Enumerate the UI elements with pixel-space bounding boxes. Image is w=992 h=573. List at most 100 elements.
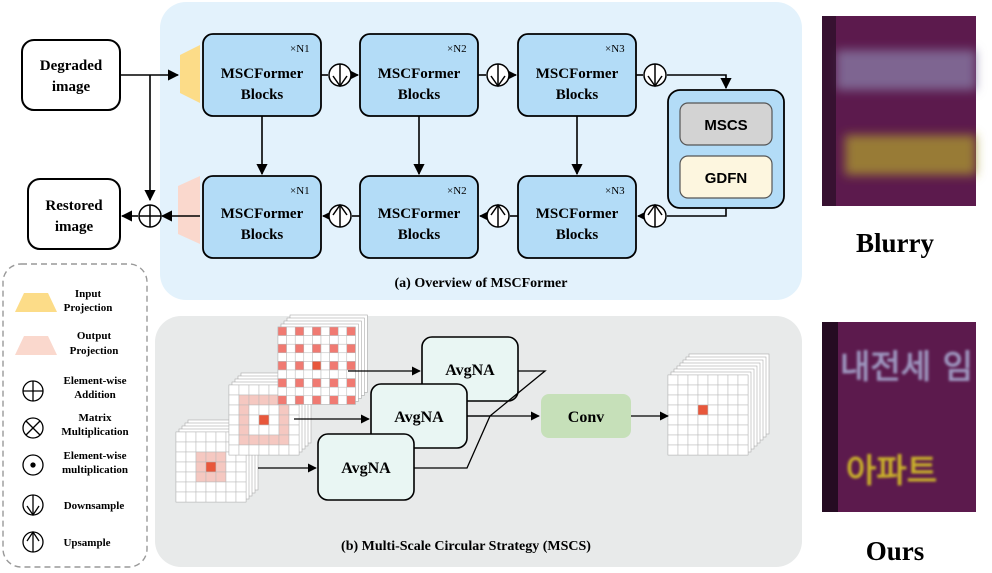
large-window-grid-cell [294, 361, 305, 371]
output-grid-cell [707, 374, 719, 386]
large-window-grid-cell [320, 352, 330, 362]
medium-window-grid-cell [288, 444, 300, 456]
small-window-grid-cell [215, 491, 227, 503]
medium-window-grid-cell [228, 404, 240, 416]
medium-window-grid-cell [238, 394, 250, 406]
output-grid-cell [687, 434, 699, 446]
small-window-grid-cell [175, 451, 187, 463]
avgna-box-bottom: AvgNA [317, 433, 415, 501]
panel-b-connections [258, 366, 669, 473]
output-grid-cell [687, 414, 699, 426]
medium-window-grid-cell [228, 444, 240, 456]
blurry-example-image [822, 16, 976, 206]
output-grid-cell [677, 404, 689, 416]
block-multiplier: ×N1 [290, 185, 310, 197]
encoder-block-1: ×N1 MSCFormer Blocks [202, 33, 322, 117]
output-grid-cell [737, 374, 749, 386]
large-window-grid-cell [312, 343, 322, 354]
medium-window-grid-cell [248, 394, 260, 406]
panel-a-caption: (a) Overview of MSCFormer [395, 276, 568, 291]
medium-window-grid-cell [238, 424, 250, 436]
input-projection [180, 45, 200, 103]
large-window-grid-cell [277, 335, 287, 345]
large-window-grid-cell [294, 352, 305, 362]
medium-window-grid-cell [258, 434, 270, 446]
block-multiplier: ×N2 [447, 185, 467, 197]
small-window-grid-cell [215, 461, 227, 473]
output-grid-cell [727, 414, 739, 426]
medium-window-grid-cell [258, 424, 270, 436]
large-window-grid-cell [303, 326, 313, 336]
small-window-grid-cell [195, 481, 207, 493]
small-window-grid-cell [225, 461, 237, 473]
addition-node [138, 204, 162, 228]
transformer-block-detail: MSCS GDFN [667, 89, 785, 209]
medium-window-grid-cell [288, 424, 300, 436]
large-window-grid-cell [329, 378, 339, 388]
medium-window-grid-cell [258, 414, 270, 426]
encoder-block-2: ×N2 MSCFormer Blocks [359, 33, 479, 117]
block-multiplier: ×N2 [447, 43, 467, 55]
output-projection [178, 176, 200, 244]
output-grid-cell [737, 394, 749, 406]
attention-grids [175, 314, 770, 503]
medium-window-grid-cell [268, 414, 280, 426]
large-window-grid-cell [337, 326, 348, 336]
large-window-grid-cell [277, 369, 287, 379]
small-window-grid-cell [205, 491, 217, 503]
output-grid-cell [707, 414, 719, 426]
large-window-grid-cell [312, 326, 322, 336]
output-grid-cell [697, 424, 709, 436]
degraded-image-label-1: Degraded [40, 58, 103, 74]
output-grid-cell [707, 394, 719, 406]
blurry-label: Blurry [856, 228, 934, 258]
large-window-grid-cell [346, 395, 356, 405]
large-window-grid-cell [277, 343, 287, 354]
output-grid-cell [667, 434, 679, 446]
output-grid-cell [707, 404, 719, 416]
small-window-grid-cell [205, 441, 217, 453]
avgna-box-middle: AvgNA [370, 383, 468, 449]
large-window-grid-cell [346, 326, 356, 336]
small-window-grid-cell [205, 481, 217, 493]
output-grid-cell [727, 384, 739, 396]
output-grid-cell [677, 434, 689, 446]
degraded-image-label-2: image [52, 79, 91, 95]
large-window-grid-cell [303, 343, 313, 354]
small-window-grid-cell [185, 451, 197, 463]
large-window-grid-cell [303, 395, 313, 405]
small-window-grid-cell [205, 471, 217, 483]
large-window-grid-cell [329, 361, 339, 371]
downsample-icon [486, 63, 510, 88]
large-window-grid-cell [329, 343, 339, 354]
small-window-grid-cell [175, 431, 187, 443]
block-label-1: MSCFormer [536, 206, 619, 222]
small-window-grid-cell [195, 441, 207, 453]
small-window-grid-cell [185, 491, 197, 503]
block-label-1: MSCFormer [378, 206, 461, 222]
large-window-grid-cell [320, 361, 330, 371]
output-grid-cell [687, 374, 699, 386]
block-label-1: MSCFormer [221, 66, 304, 82]
restored-image-text-line-1: 내전세 임 [840, 347, 973, 386]
large-window-grid-cell [303, 369, 313, 379]
large-window-grid-cell [346, 343, 356, 354]
large-window-grid-cell [312, 352, 322, 362]
medium-window-grid-cell [268, 384, 280, 396]
output-grid-cell [707, 444, 719, 456]
legend-label: Downsample [64, 500, 125, 512]
large-window-grid-cell [329, 395, 339, 405]
decoder-block-3: ×N3 MSCFormer Blocks [517, 175, 637, 259]
large-window-grid-cell [303, 335, 313, 345]
small-window-grid-cell [195, 431, 207, 443]
large-window-grid-cell [346, 335, 356, 345]
output-grid-cell [697, 394, 709, 406]
small-window-grid-cell [195, 491, 207, 503]
circle-times-icon [22, 417, 44, 439]
medium-window-grid-cell [228, 414, 240, 426]
output-grid-cell [737, 414, 749, 426]
output-grid-cell [687, 444, 699, 456]
medium-window-grid-cell [248, 424, 260, 436]
panel-a-connections [120, 69, 732, 222]
output-grid-cell [737, 384, 749, 396]
